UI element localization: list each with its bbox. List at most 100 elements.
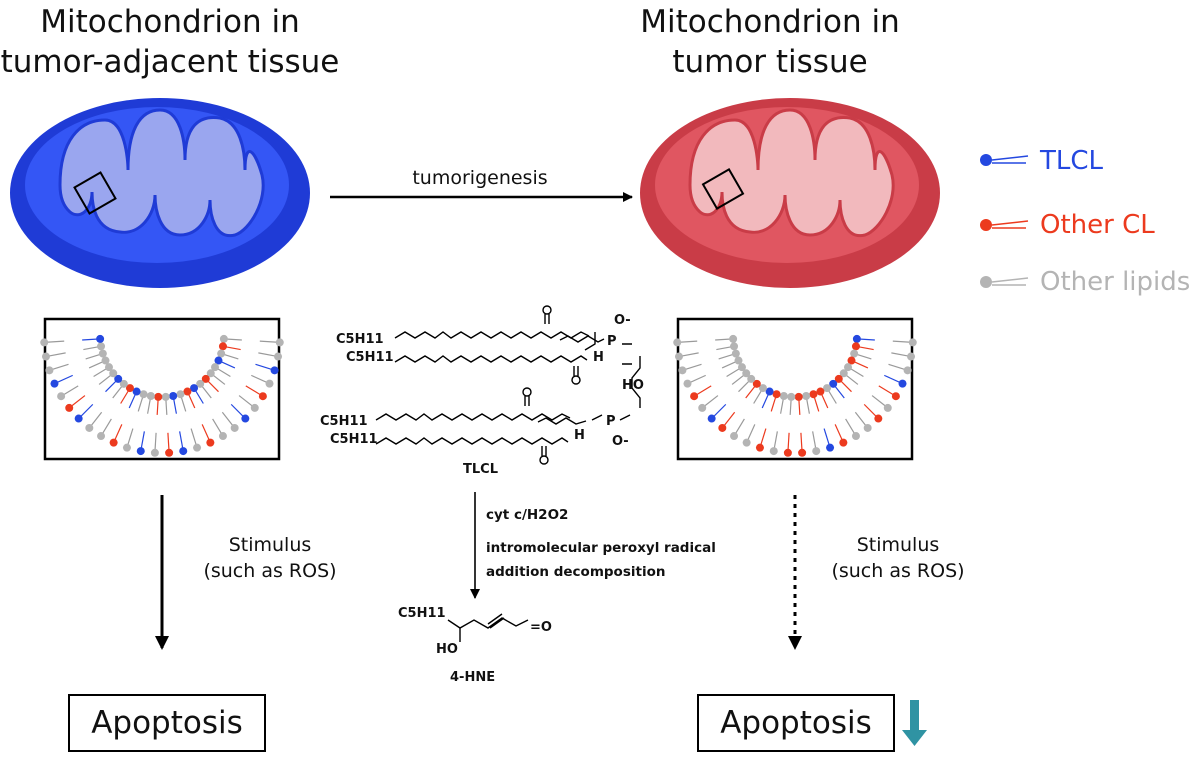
lipid-head <box>206 438 215 447</box>
4-hne-structure <box>447 613 529 642</box>
lipid-head <box>812 447 821 456</box>
lipid-head <box>809 390 818 399</box>
left-title-line1: Mitochondrion in <box>40 4 300 40</box>
lipid-head <box>119 379 128 388</box>
lipid-head <box>50 379 59 388</box>
lipid-head <box>747 374 756 383</box>
stimulus-right-line1: Stimulus <box>856 534 940 556</box>
lipid-head <box>206 369 215 378</box>
lipid-head <box>214 356 223 365</box>
left-title: Mitochondrion in tumor-adjacent tissue <box>0 2 340 82</box>
compound-name: TLCL <box>463 462 498 477</box>
chain-label-3: C5H11 <box>320 414 368 429</box>
lipid-head <box>275 338 284 347</box>
lipid-head <box>161 392 170 401</box>
lipid-head <box>85 423 94 432</box>
lipid-head <box>136 447 145 456</box>
lipid-head <box>165 448 174 457</box>
lipid-head <box>734 356 743 365</box>
legend-label-other-lipids: Other lipids <box>1040 267 1191 297</box>
lipid-head <box>265 379 274 388</box>
stimulus-left-line1: Stimulus <box>228 534 312 556</box>
lipid-head <box>97 432 106 441</box>
right-title-line2: tumor tissue <box>672 44 868 80</box>
aldehyde-label: =O <box>530 620 552 635</box>
lipid-head <box>96 334 105 343</box>
lipid-head <box>839 369 848 378</box>
lipid-head <box>218 432 227 441</box>
bilayer-right <box>673 334 917 457</box>
lipid-head <box>139 390 148 399</box>
mitochondrion-right <box>640 98 940 288</box>
lipid-head <box>196 379 205 388</box>
lipid-head <box>730 342 739 351</box>
lipid-head <box>270 366 279 375</box>
lipid-head <box>218 342 227 351</box>
lipid-head <box>742 369 751 378</box>
lipid-head <box>718 423 727 432</box>
lipid-head <box>898 379 907 388</box>
tumorigenesis-label: tumorigenesis <box>412 167 548 189</box>
lipid-head <box>907 352 916 361</box>
apoptosis-box-left: Apoptosis <box>68 694 266 752</box>
right-title: Mitochondrion in tumor tissue <box>600 2 940 82</box>
lipid-head <box>40 338 49 347</box>
stimulus-right: Stimulus (such as ROS) <box>808 532 988 584</box>
lipid-head <box>122 443 131 452</box>
membrane-box-left <box>43 317 281 461</box>
lipid-head <box>57 392 66 401</box>
lipid-head <box>730 432 739 441</box>
product-name: 4-HNE <box>450 670 496 685</box>
lipid-head <box>109 369 118 378</box>
lipid-head <box>755 443 764 452</box>
legend-label-tlcl: TLCL <box>1040 146 1104 176</box>
stimulus-right-line2: (such as ROS) <box>831 560 965 582</box>
chain-label-4: C5H11 <box>330 432 378 447</box>
lipid-head <box>176 390 185 399</box>
lipid-head <box>217 349 226 358</box>
lipid-head <box>97 342 106 351</box>
lipid-head <box>772 390 781 399</box>
tlcl-structure <box>375 305 641 465</box>
phosphorus-label-1: P <box>607 334 617 349</box>
lipid-head <box>65 403 74 412</box>
lipid-head <box>883 403 892 412</box>
lipid-head <box>834 374 843 383</box>
reaction-mechanism: intromolecular peroxyl radical addition … <box>486 536 716 584</box>
lipid-head <box>816 387 825 396</box>
lipid-head <box>863 423 872 432</box>
lipid-head <box>114 374 123 383</box>
lipid-head <box>742 438 751 447</box>
lipid-head <box>98 349 107 358</box>
lipid-head <box>154 392 163 401</box>
reaction-reagent: cyt c/H2O2 <box>486 507 569 523</box>
mitochondrion-left <box>10 98 310 288</box>
lipid-head <box>908 338 917 347</box>
lipid-head <box>125 384 134 393</box>
lipid-head <box>183 387 192 396</box>
lipid-head <box>109 438 118 447</box>
lipid-head <box>74 414 83 423</box>
lipid-head <box>765 387 774 396</box>
lipid-head <box>150 448 159 457</box>
lipid-head <box>826 443 835 452</box>
bilayer-left <box>40 334 284 457</box>
lipid-head <box>737 363 746 372</box>
lipid-head <box>673 338 682 347</box>
lipid-head <box>794 392 803 401</box>
lipid-head <box>241 414 250 423</box>
left-title-line2: tumor-adjacent tissue <box>0 44 340 80</box>
chain-label-1: C5H11 <box>336 332 384 347</box>
lipid-head <box>683 379 692 388</box>
lipid-head <box>729 334 738 343</box>
legend-icon-other-cl <box>980 219 1029 231</box>
lipid-head <box>190 384 199 393</box>
lipid-head <box>201 374 210 383</box>
product-chain-label: C5H11 <box>398 606 446 621</box>
lipid-head <box>707 414 716 423</box>
hydrogen-label-2: H <box>574 428 585 443</box>
lipid-head <box>769 447 778 456</box>
ho-label: HO <box>622 378 644 393</box>
lipid-head <box>783 448 792 457</box>
